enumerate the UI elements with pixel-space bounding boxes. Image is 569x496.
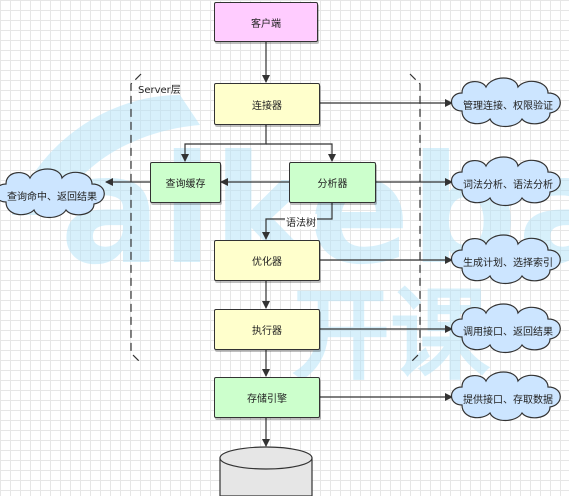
node-executor-label: 执行器 — [252, 326, 282, 337]
node-optimizer: 优化器 — [214, 240, 320, 281]
node-analyzer-label: 分析器 — [317, 179, 348, 190]
node-storage-engine-label: 存储引擎 — [247, 394, 287, 405]
server-group-bracket-right — [409, 73, 421, 364]
cloud-executor-note: 调用接口、返回结果 — [463, 327, 553, 338]
server-group-bracket-left — [130, 73, 142, 364]
cloud-storage-note-shape — [450, 371, 561, 422]
cloud-analyzer-note: 词法分析、语法分析 — [463, 180, 553, 191]
cloud-connector-note-shape — [450, 77, 561, 128]
edge-connector-cache — [181, 125, 267, 162]
database-cylinder — [219, 446, 313, 496]
node-executor: 执行器 — [214, 309, 320, 350]
cloud-cache-note-shape — [0, 168, 105, 219]
cloud-cache-note: 查询命中、返回结果 — [7, 192, 97, 203]
cloud-analyzer-note-shape — [450, 156, 561, 207]
node-query-cache-label: 查询缓存 — [165, 179, 206, 190]
node-client: 客户端 — [214, 2, 318, 42]
cloud-storage-note: 提供接口、存取数据 — [463, 395, 553, 406]
node-connector-label: 连接器 — [252, 100, 282, 112]
cloud-connector-note: 管理连接、权限验证 — [463, 101, 553, 112]
cloud-optimizer-note: 生成计划、选择索引 — [463, 258, 553, 269]
node-connector: 连接器 — [214, 83, 320, 125]
node-client-label: 客户端 — [251, 18, 281, 30]
cloud-executor-note-shape — [450, 303, 561, 354]
cloud-optimizer-note-shape — [450, 234, 561, 285]
edge-connector-analyzer — [266, 143, 336, 162]
server-group-label: Server层 — [138, 85, 181, 96]
node-analyzer: 分析器 — [289, 162, 376, 203]
node-query-cache: 查询缓存 — [150, 162, 221, 203]
node-optimizer-label: 优化器 — [252, 257, 282, 268]
node-storage-engine: 存储引擎 — [214, 377, 320, 418]
edge-label-syntax-tree: 语法树 — [285, 214, 317, 229]
